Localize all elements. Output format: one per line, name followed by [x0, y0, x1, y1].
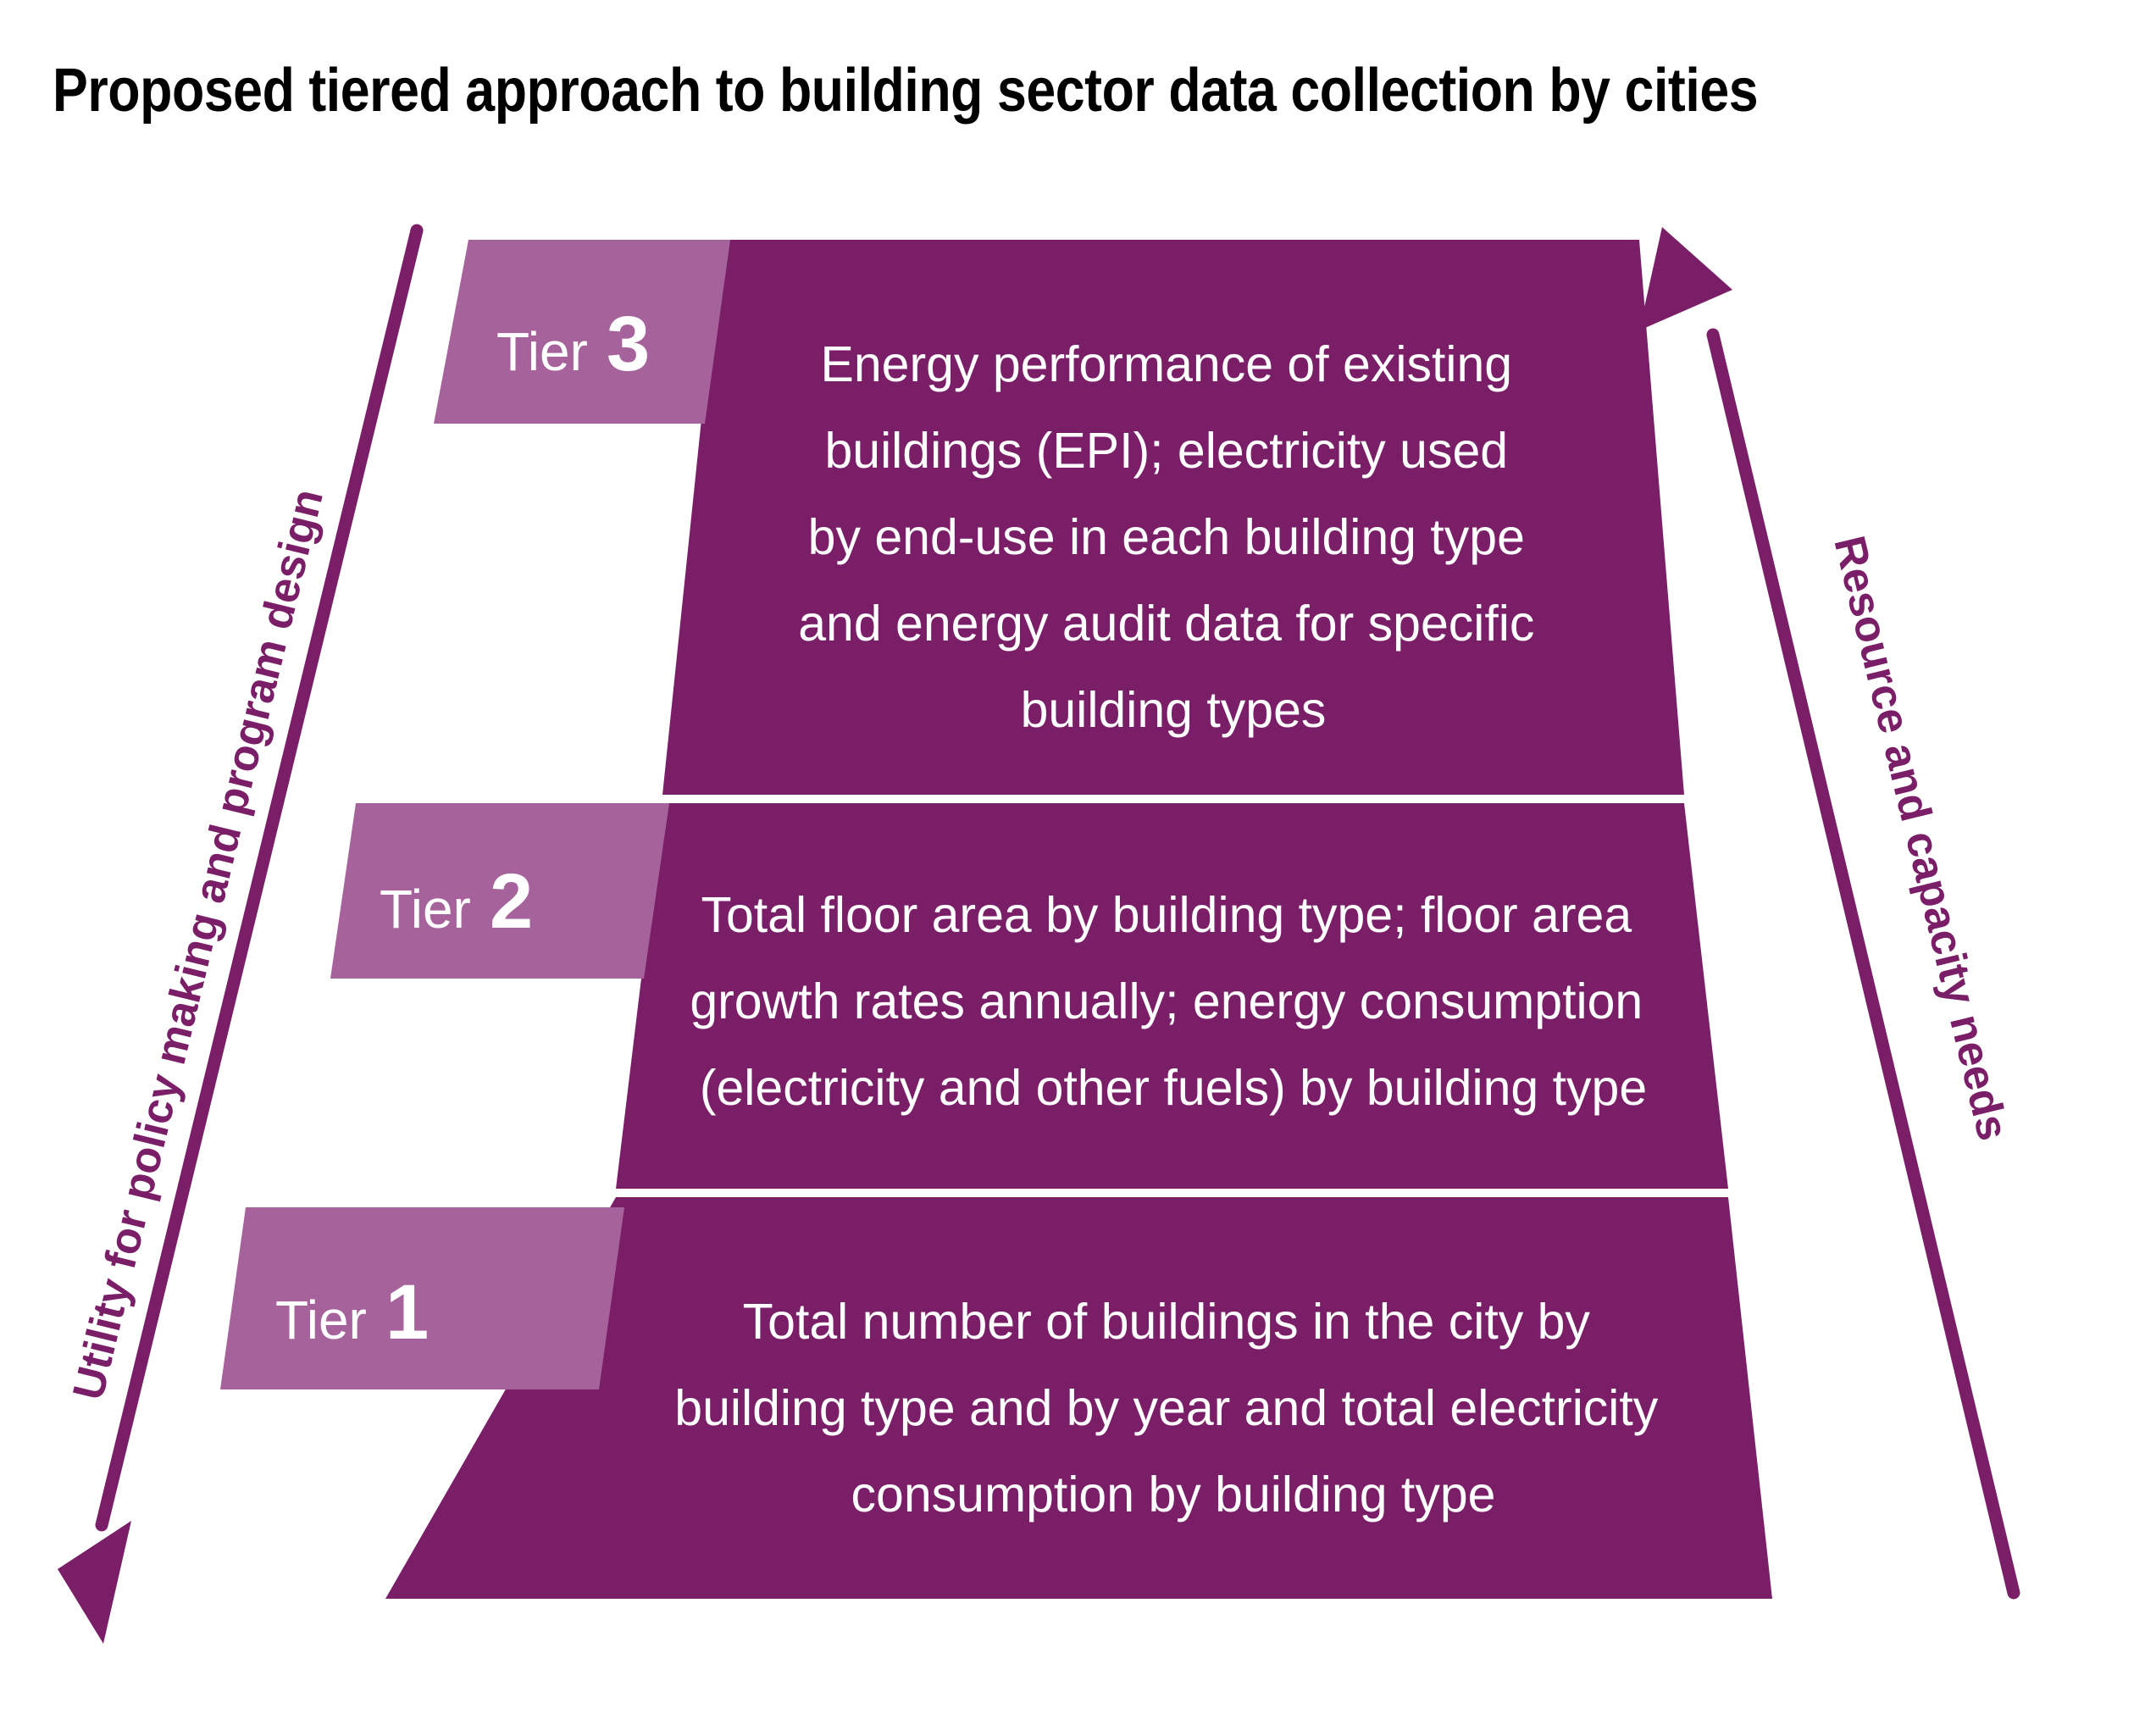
left-arrow-shaft — [95, 224, 424, 1532]
right-axis-arrow — [1639, 227, 2020, 1600]
tier-3-label: Tier 3 — [496, 301, 650, 387]
tier-3-band — [662, 240, 1684, 795]
tier-2-body-text: Total floor area by building type; floor… — [690, 887, 1656, 1116]
right-axis-label: Resource and capacity needs — [1824, 531, 2017, 1145]
tier-3-label-plate — [434, 240, 730, 424]
right-arrow-shaft — [1706, 328, 2020, 1600]
tier-1-label: Tier 1 — [275, 1269, 429, 1356]
tier-1-group[interactable]: Tier 1 Total number of buildings in the … — [220, 1197, 1772, 1599]
right-arrow-head-icon — [1639, 227, 1732, 330]
tier-1-body-text: Total number of buildings in the city by… — [674, 1294, 1671, 1522]
tier-2-label-plate — [330, 803, 669, 979]
tier-1-band — [385, 1197, 1772, 1599]
tier-3-body-text: Energy performance of existing buildings… — [798, 336, 1549, 738]
tier-2-group[interactable]: Tier 2 Total floor area by building type… — [330, 803, 1728, 1189]
tier-2-band — [616, 803, 1728, 1189]
tier-3-group[interactable]: Tier 3 Energy performance of existing bu… — [434, 240, 1684, 795]
page-title: Proposed tiered approach to building sec… — [53, 57, 1759, 125]
tier-2-label: Tier 2 — [380, 858, 533, 945]
left-axis-arrow — [58, 224, 424, 1644]
tier-1-label-plate — [220, 1207, 624, 1389]
left-arrow-head-icon — [58, 1521, 131, 1644]
